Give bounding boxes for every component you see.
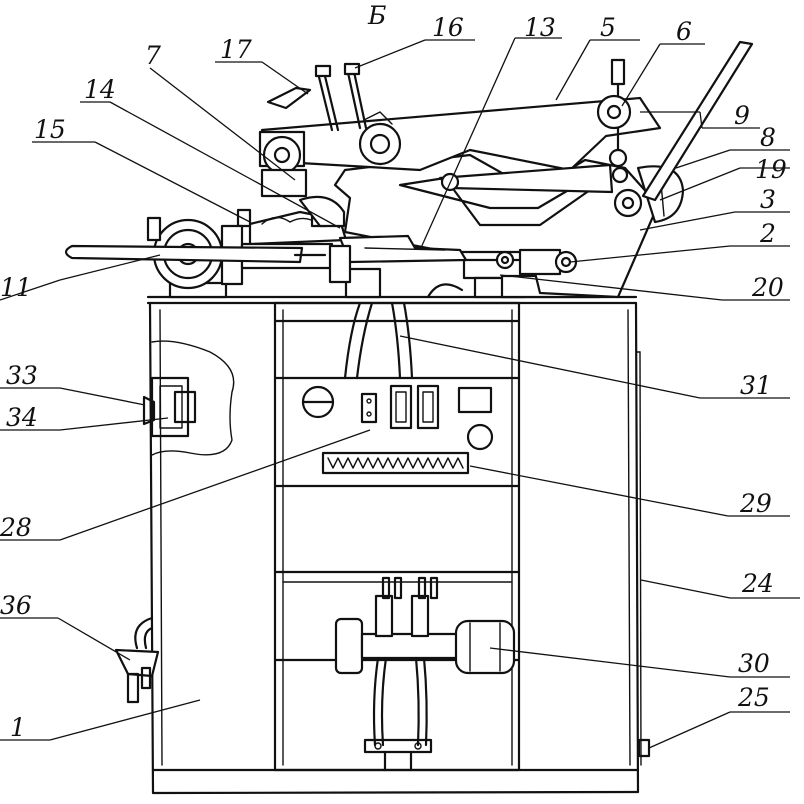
cabinet-body xyxy=(146,295,642,795)
stop-clamp xyxy=(495,248,578,276)
label-11: 11 xyxy=(0,273,32,302)
label-7: 7 xyxy=(145,41,161,70)
label-36: 36 xyxy=(0,591,32,620)
label-29: 29 xyxy=(739,489,772,518)
cable-gland xyxy=(114,616,160,704)
label-17: 17 xyxy=(220,35,252,64)
label-28: 28 xyxy=(0,513,32,542)
label-24: 24 xyxy=(741,569,774,598)
clamp-bracket xyxy=(236,195,348,246)
label-5: 5 xyxy=(600,13,616,42)
terminal-strip xyxy=(321,451,470,475)
label-16: 16 xyxy=(432,13,464,42)
label-9: 9 xyxy=(734,101,750,130)
label-31: 31 xyxy=(740,371,772,400)
label-1: 1 xyxy=(10,713,26,742)
hand-lever xyxy=(596,58,632,152)
label-2: 2 xyxy=(759,219,776,248)
leader-lines xyxy=(0,37,800,749)
motor-assembly xyxy=(334,576,516,772)
label-8: 8 xyxy=(760,123,776,152)
label-30: 30 xyxy=(738,649,770,678)
side-cutout xyxy=(142,340,235,456)
link-arm xyxy=(438,148,643,218)
cable-bundle xyxy=(343,301,414,380)
label-19: 19 xyxy=(755,155,787,184)
label-6: 6 xyxy=(676,17,692,46)
wheel-assembly xyxy=(64,216,352,290)
adjusting-screws xyxy=(266,62,393,132)
label-34: 34 xyxy=(6,403,38,432)
long-lever xyxy=(641,40,754,202)
label-14: 14 xyxy=(84,75,116,104)
label-33: 33 xyxy=(6,361,38,390)
label-15: 15 xyxy=(34,115,66,144)
label-25: 25 xyxy=(737,683,770,712)
label-13: 13 xyxy=(524,13,556,42)
label-3: 3 xyxy=(760,185,776,214)
part-labels: Б 16 13 5 6 9 17 7 14 15 8 19 3 2 11 20 … xyxy=(0,1,787,742)
label-20: 20 xyxy=(751,273,784,302)
upper-arm xyxy=(258,96,662,198)
control-panel xyxy=(301,384,494,451)
label-view-b: Б xyxy=(367,1,386,30)
